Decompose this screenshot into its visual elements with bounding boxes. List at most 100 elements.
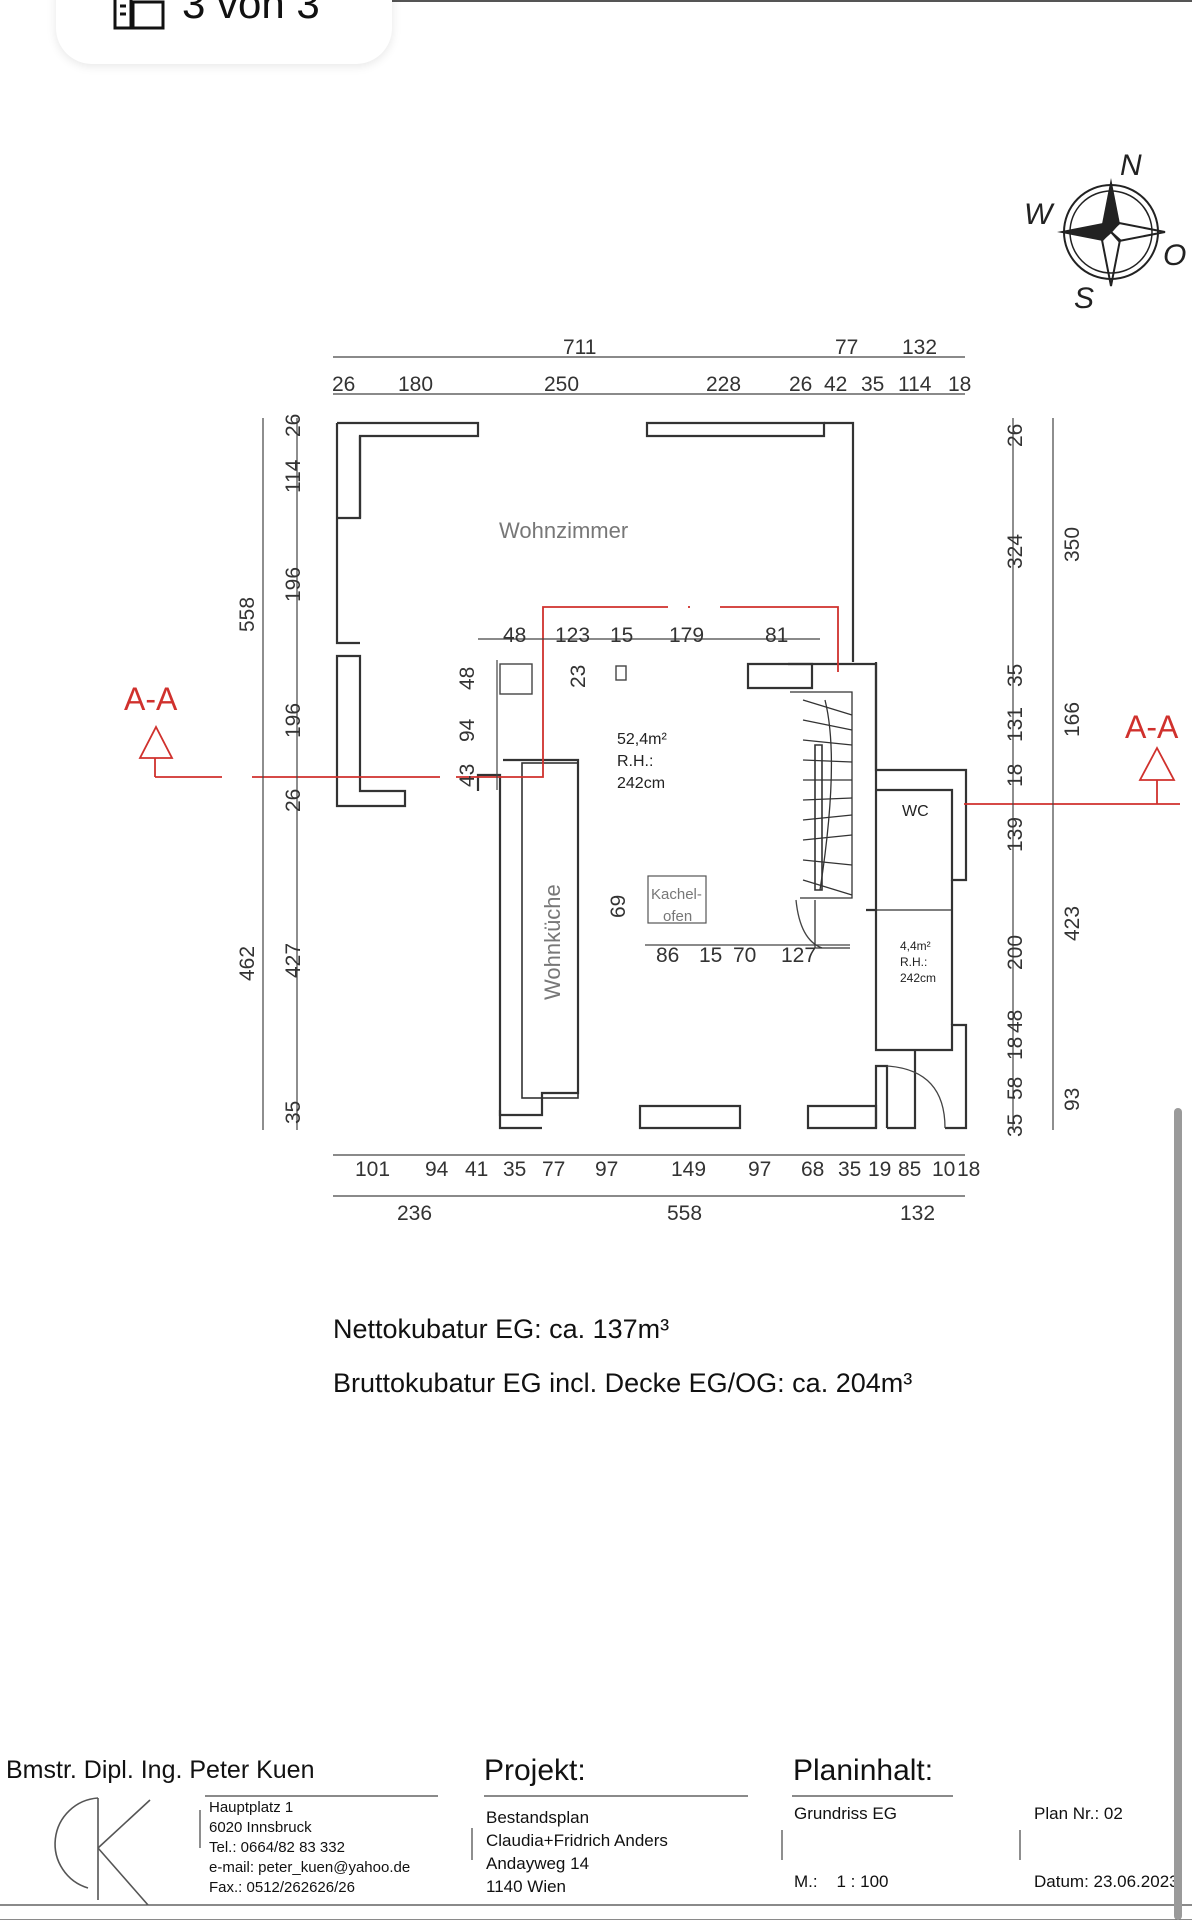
dim-bottom-part-10: 35	[838, 1158, 861, 1181]
dimension-rules	[262, 356, 1054, 1197]
dim-bottom-total-1: 236	[397, 1202, 432, 1225]
dim-right-outer-1: 350	[1061, 527, 1084, 562]
architect-name: Bmstr. Dipl. Ing. Peter Kuen	[6, 1756, 315, 1784]
main-area-height: 242cm	[617, 775, 665, 792]
main-area-rh: R.H.:	[617, 753, 653, 770]
room-label-living: Wohnzimmer	[499, 518, 628, 543]
page-indicator-badge[interactable]: 3 von 3	[56, 0, 392, 64]
dim-inner-top-4: 179	[669, 624, 704, 647]
dim-inner-top-1: 48	[503, 624, 526, 647]
project-line-1: Bestandsplan	[486, 1808, 590, 1827]
dim-bottom-part-1: 101	[355, 1158, 390, 1181]
dim-bottom-part-4: 35	[503, 1158, 526, 1181]
dim-inner-top-2: 123	[555, 624, 590, 647]
dim-bottom-part-7: 149	[671, 1158, 706, 1181]
dim-right-inner-7: 200	[1004, 935, 1027, 970]
top-rule	[392, 0, 1192, 2]
kitchen-counter	[521, 762, 579, 1099]
dim-left-outer-1: 558	[236, 597, 259, 632]
dim-stove-3: 15	[699, 944, 722, 967]
dim-top-total-1: 711	[563, 336, 596, 359]
dim-inner-top-3: 15	[610, 624, 633, 647]
vertical-scrollbar[interactable]	[1174, 1108, 1182, 1920]
dim-right-inner-8: 48	[1004, 1010, 1027, 1033]
dim-top-part-7: 35	[861, 373, 884, 396]
address-line-1: Hauptplatz 1	[209, 1799, 294, 1816]
dim-right-inner-3: 35	[1004, 664, 1027, 687]
dim-left-inner-5: 26	[282, 789, 305, 812]
shaft-square	[615, 665, 627, 681]
dim-bottom-total-3: 132	[900, 1202, 935, 1225]
dim-bottom-total-2: 558	[667, 1202, 702, 1225]
compass-icon: N O S W	[1024, 149, 1186, 315]
dim-left-inner-4: 196	[282, 703, 305, 738]
dim-left-inner-2: 114	[282, 459, 305, 493]
dim-right-inner-11: 35	[1004, 1114, 1027, 1137]
project-details: Bestandsplan Claudia+Fridrich Anders And…	[486, 1806, 668, 1898]
content-label: Planinhalt:	[793, 1754, 934, 1787]
dim-stove-2: 86	[656, 944, 679, 967]
content-value: Grundriss EG	[794, 1804, 897, 1823]
dim-bottom-part-2: 94	[425, 1158, 449, 1181]
small-area-size: 4,4m²	[900, 939, 931, 953]
address-line-3: Tel.: 0664/82 83 332	[209, 1839, 345, 1856]
main-area-size: 52,4m²	[617, 731, 667, 748]
dim-bottom-part-12: 85	[898, 1158, 921, 1181]
dim-right-inner-5: 18	[1004, 764, 1027, 787]
dim-stove-5: 127	[781, 944, 816, 967]
plan-number: Plan Nr.: 02	[1034, 1804, 1123, 1823]
architect-address: Hauptplatz 1 6020 Innsbruck Tel.: 0664/8…	[209, 1798, 410, 1898]
dim-right-inner-4: 131	[1004, 707, 1027, 742]
dim-right-outer-3: 423	[1061, 906, 1084, 941]
address-line-4: e-mail: peter_kuen@yahoo.de	[209, 1859, 411, 1876]
dim-inner-top-5: 81	[765, 624, 788, 647]
dim-bottom-part-9: 68	[801, 1158, 824, 1181]
dim-stove-1: 69	[607, 895, 630, 918]
compass-north: N	[1120, 149, 1142, 182]
dim-top-part-9: 18	[948, 373, 971, 396]
dim-bottom-part-13: 10	[932, 1158, 955, 1181]
section-marker-right: A-A	[1125, 709, 1179, 745]
compass-east: O	[1163, 239, 1186, 272]
dim-left-outer-2: 462	[236, 946, 259, 981]
dim-left-inner-6: 427	[282, 943, 305, 978]
stove-box	[647, 875, 707, 924]
compass-south: S	[1074, 282, 1094, 315]
section-marker-left: A-A	[124, 681, 178, 717]
dim-top-part-8: 114	[898, 373, 932, 396]
compass-west: W	[1024, 198, 1055, 231]
small-area-rh: R.H.:	[900, 955, 927, 969]
dim-right-inner-9: 18	[1004, 1037, 1027, 1060]
dim-right-inner-10: 58	[1004, 1077, 1027, 1100]
room-label-kitchen: Wohnküche	[540, 884, 565, 1000]
stove-label-1: Kachel-	[651, 886, 702, 903]
plan-date: Datum: 23.06.2023	[1034, 1872, 1179, 1891]
dim-top-total-2: 77	[835, 336, 858, 359]
address-line-2: 6020 Innsbruck	[209, 1819, 312, 1836]
chimney-square	[499, 663, 533, 695]
dim-bottom-part-8: 97	[748, 1158, 771, 1181]
section-line	[138, 606, 1180, 805]
project-line-2: Claudia+Fridrich Anders	[486, 1831, 668, 1850]
walls	[335, 421, 968, 1130]
dim-left-inner-3: 196	[282, 567, 305, 602]
architect-logo	[54, 1797, 151, 1906]
pages-icon	[113, 0, 165, 30]
room-label-wc: WC	[902, 803, 929, 820]
dim-top-part-6: 42	[824, 373, 847, 396]
dim-bottom-part-14: 18	[957, 1158, 980, 1181]
dim-right-outer-2: 166	[1061, 702, 1084, 737]
dim-inner-small-2: 94	[456, 718, 479, 742]
dim-left-inner-7: 35	[282, 1101, 305, 1124]
dim-right-inner-6: 139	[1004, 817, 1027, 852]
dim-inner-small-1: 48	[456, 667, 479, 690]
title-block-frame	[0, 1795, 1192, 1920]
small-area-height: 242cm	[900, 971, 936, 985]
dim-top-total-3: 132	[902, 336, 937, 359]
dim-bottom-part-5: 77	[542, 1158, 565, 1181]
dim-top-part-3: 250	[544, 373, 579, 396]
dim-inner-small-4: 23	[567, 665, 590, 688]
dim-bottom-part-11: 19	[868, 1158, 891, 1181]
dim-top-part-5: 26	[789, 373, 812, 396]
dim-top-part-2: 180	[398, 373, 433, 396]
